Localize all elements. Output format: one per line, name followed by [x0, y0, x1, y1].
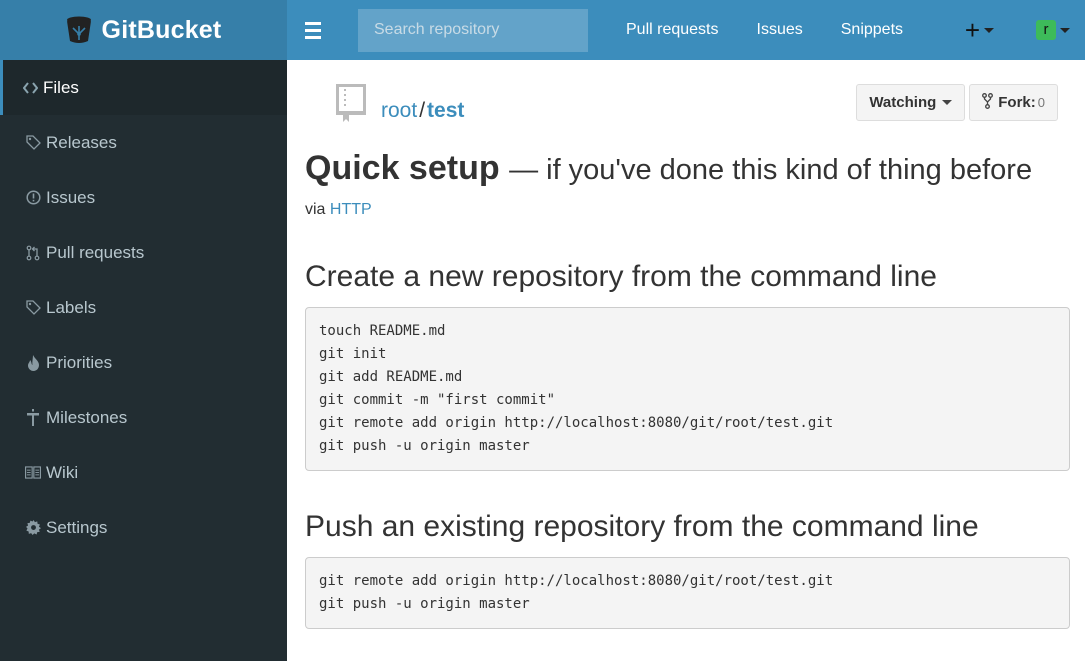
- create-new-dropdown[interactable]: +: [953, 15, 1006, 46]
- fork-icon: [982, 92, 994, 113]
- caret-down-icon: [984, 27, 994, 33]
- sidebar-item-releases[interactable]: Releases: [0, 115, 287, 170]
- pull-request-icon: [25, 245, 41, 261]
- book-icon: [25, 466, 41, 479]
- sidebar-item-label: Priorities: [46, 352, 113, 372]
- repo-name-link[interactable]: test: [427, 99, 465, 122]
- avatar: r: [1036, 20, 1056, 40]
- watch-label: Watching: [869, 94, 937, 111]
- code-icon: [22, 81, 38, 94]
- sidebar-item-label: Wiki: [46, 462, 79, 482]
- sidebar-item-milestones[interactable]: Milestones: [0, 390, 287, 445]
- sidebar-toggle-button[interactable]: [287, 0, 339, 60]
- breadcrumb-separator: /: [419, 99, 426, 122]
- repo-header: root/test Watching Fork: 0: [305, 60, 1070, 140]
- watch-dropdown-button[interactable]: Watching: [856, 84, 966, 121]
- nav-link-issues[interactable]: Issues: [756, 21, 803, 38]
- repo-book-icon: [336, 84, 366, 122]
- code-block-new-repo[interactable]: touch README.md git init git add README.…: [305, 307, 1070, 471]
- sidebar-item-wiki[interactable]: Wiki: [0, 445, 287, 500]
- main-content: root/test Watching Fork: 0 Quick setup —…: [287, 60, 1085, 661]
- page-title: Quick setup — if you've done this kind o…: [305, 148, 1070, 190]
- hamburger-icon: [305, 20, 321, 41]
- sidebar-item-issues[interactable]: Issues: [0, 170, 287, 225]
- caret-down-icon: [942, 100, 953, 105]
- fork-label: Fork:: [998, 94, 1036, 111]
- sidebar: GitBucket Files Releases Issues: [0, 0, 287, 661]
- sidebar-item-pull-requests[interactable]: Pull requests: [0, 225, 287, 280]
- sidebar-item-labels[interactable]: Labels: [0, 280, 287, 335]
- sidebar-item-settings[interactable]: Settings: [0, 500, 287, 555]
- navbar-right: + r: [953, 0, 1085, 60]
- nav-link-snippets[interactable]: Snippets: [840, 21, 904, 38]
- flame-icon: [25, 354, 41, 371]
- sidebar-item-label: Labels: [46, 297, 97, 317]
- code-block-existing-repo[interactable]: git remote add origin http://localhost:8…: [305, 557, 1070, 629]
- top-nav-links: Pull requests Issues Snippets: [607, 0, 922, 60]
- sidebar-menu: Files Releases Issues Pull requests: [0, 60, 287, 555]
- http-link[interactable]: HTTP: [329, 201, 372, 218]
- clone-protocol: via HTTP: [305, 201, 1070, 219]
- fork-button[interactable]: Fork: 0: [969, 84, 1058, 121]
- breadcrumb: root/test: [381, 99, 464, 123]
- sidebar-item-label: Settings: [46, 517, 108, 537]
- fork-count: 0: [1037, 95, 1045, 110]
- repo-actions: Watching Fork: 0: [856, 84, 1058, 121]
- tag-icon: [25, 135, 41, 150]
- sidebar-item-label: Files: [43, 77, 79, 97]
- nav-link-pull-requests[interactable]: Pull requests: [626, 21, 719, 38]
- plus-icon: +: [964, 14, 980, 45]
- sidebar-item-label: Pull requests: [46, 242, 145, 262]
- user-menu-dropdown[interactable]: r: [1006, 20, 1085, 40]
- brand-name: GitBucket: [101, 15, 222, 44]
- tag-icon: [25, 300, 41, 315]
- repo-owner-link[interactable]: root: [381, 99, 418, 122]
- via-label: via: [305, 201, 326, 218]
- sidebar-item-label: Releases: [46, 132, 117, 152]
- brand[interactable]: GitBucket: [0, 0, 287, 60]
- search-input[interactable]: [358, 8, 588, 52]
- top-navbar: Pull requests Issues Snippets + r: [287, 0, 1085, 60]
- sidebar-item-priorities[interactable]: Priorities: [0, 335, 287, 390]
- issue-icon: [25, 190, 41, 205]
- sidebar-item-label: Milestones: [46, 407, 128, 427]
- page-title-subtitle: — if you've done this kind of thing befo…: [509, 154, 1033, 186]
- section-heading-new-repo: Create a new repository from the command…: [305, 260, 937, 293]
- page-title-main: Quick setup: [305, 149, 500, 187]
- gear-icon: [25, 520, 41, 535]
- section-heading-existing-repo: Push an existing repository from the com…: [305, 510, 979, 543]
- milestone-icon: [25, 409, 41, 426]
- sidebar-item-label: Issues: [46, 187, 96, 207]
- sidebar-item-files[interactable]: Files: [0, 60, 287, 115]
- bucket-icon: [66, 16, 92, 44]
- caret-down-icon: [1060, 27, 1070, 33]
